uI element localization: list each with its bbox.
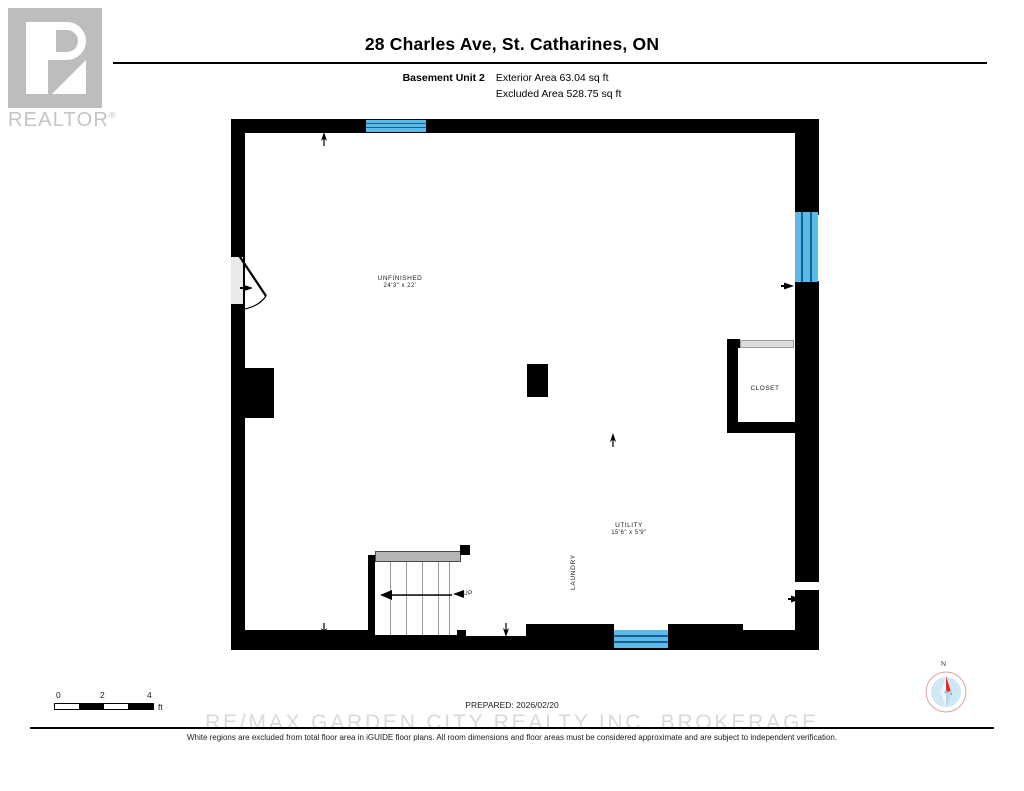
exterior-area-text: Exterior Area 63.04 sq ft <box>495 72 609 84</box>
closet-opening <box>740 340 794 348</box>
support-post-center <box>527 364 548 397</box>
door-left-swing-icon <box>237 253 267 311</box>
door-left-leaf-fill <box>231 257 243 304</box>
realtor-logo-r-stem <box>26 22 48 94</box>
room-name-closet: CLOSET <box>750 385 780 392</box>
stair-landing <box>375 551 461 562</box>
measure-tick-bottom-mid <box>503 623 509 637</box>
excluded-area-text: Excluded Area 528.75 sq ft <box>495 88 622 100</box>
door-right-lower-gap <box>795 582 819 590</box>
room-name-unfinished: UNFINISHED <box>377 275 423 282</box>
measure-tick-center <box>610 433 616 447</box>
measure-tick-bottom-left <box>321 623 327 637</box>
room-name-laundry: LAUNDRY <box>570 554 577 590</box>
window-top <box>366 120 426 132</box>
scale-unit-label: ft <box>158 702 163 712</box>
compass-north-label: N <box>941 661 947 668</box>
compass-rose-icon <box>925 671 967 713</box>
compass-rose: N <box>925 661 967 713</box>
stair-newel-post <box>460 545 470 555</box>
area-summary: Exterior Area 63.04 sq ft Excluded Area … <box>496 70 622 102</box>
subheader: Basement Unit 2 Exterior Area 63.04 sq f… <box>0 70 1024 102</box>
closet-wall-bottom <box>727 422 795 433</box>
room-name-utility: UTILITY <box>615 522 643 529</box>
footer-divider <box>30 727 994 729</box>
window-bottom <box>613 630 668 648</box>
realtor-logo-r-bowl-inner <box>56 30 78 52</box>
realtor-wordmark: REALTOR® <box>8 109 117 132</box>
door-left-jamb-bottom <box>231 302 245 312</box>
title-divider <box>113 62 987 64</box>
interior-floor-area <box>231 119 819 650</box>
room-dims-unfinished: 24'3" x 22' <box>383 283 417 289</box>
scale-tick-4: 4 <box>147 690 152 700</box>
door-right-upper-arrow <box>781 282 794 290</box>
disclaimer-text: White regions are excluded from total fl… <box>186 733 838 742</box>
registered-trademark-icon: ® <box>109 110 117 121</box>
wall-bottom-notch <box>466 630 526 636</box>
room-label-laundry: LAUNDRY <box>570 554 577 590</box>
measure-tick-top-left <box>321 132 327 146</box>
window-right <box>795 212 818 282</box>
realtor-wordmark-text: REALTOR <box>8 109 110 131</box>
wall-left-pilaster <box>235 368 274 418</box>
stair-up-pointer-icon <box>453 590 464 598</box>
closet-wall-left <box>727 339 738 433</box>
wall-bottom-laundry-segment <box>526 624 614 650</box>
door-left-direction-arrow <box>240 284 253 292</box>
scale-tick-0: 0 <box>56 690 61 700</box>
door-right-lower-arrow <box>788 595 801 603</box>
unit-label: Basement Unit 2 <box>402 72 485 84</box>
wall-bottom-right-segment <box>668 624 743 650</box>
prepared-date: PREPARED: 2026/02/20 <box>465 700 559 710</box>
scale-tick-2: 2 <box>100 690 105 700</box>
scale-segment <box>79 704 104 709</box>
wall-top <box>231 119 819 133</box>
room-label-utility: UTILITY 15'6" x 5'9" <box>590 522 668 536</box>
stair-direction-arrow-icon <box>380 590 452 600</box>
door-left-jamb-top <box>231 249 245 259</box>
scale-bar-track <box>54 703 154 710</box>
room-label-closet: CLOSET <box>736 385 794 392</box>
room-dims-utility: 15'6" x 5'9" <box>611 530 647 536</box>
wall-right-upper <box>795 119 819 215</box>
closet-wall-top <box>727 339 740 348</box>
realtor-logo: REALTOR® <box>8 8 128 131</box>
stair-up-label: UP <box>463 590 473 597</box>
room-label-unfinished: UNFINISHED 24'3" x 22' <box>358 275 442 289</box>
page-title: 28 Charles Ave, St. Catharines, ON <box>364 34 660 54</box>
scale-segment <box>128 704 153 709</box>
